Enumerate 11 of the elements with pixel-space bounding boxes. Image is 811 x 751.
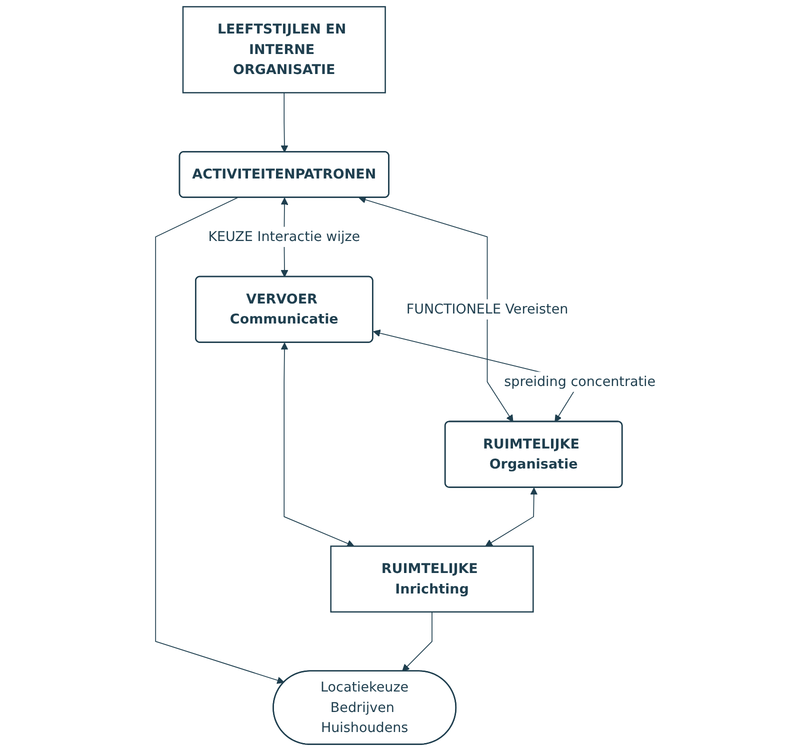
edge-label: KEUZE Interactie wijze: [208, 228, 360, 244]
arrow: [280, 92, 288, 152]
arrow: [485, 488, 538, 547]
edge-label: spreiding concentratie: [504, 373, 656, 390]
arrow: [358, 196, 514, 422]
arrow: [280, 342, 354, 547]
node-box: LEEFTSTIJLEN EN INTERNE ORGANISATIE: [182, 6, 386, 94]
arrow: [155, 197, 284, 684]
arrow: [402, 612, 432, 672]
node-box: RUIMTELIJKE Inrichting: [330, 546, 534, 613]
edge-label: FUNCTIONELE Vereisten: [406, 300, 568, 317]
